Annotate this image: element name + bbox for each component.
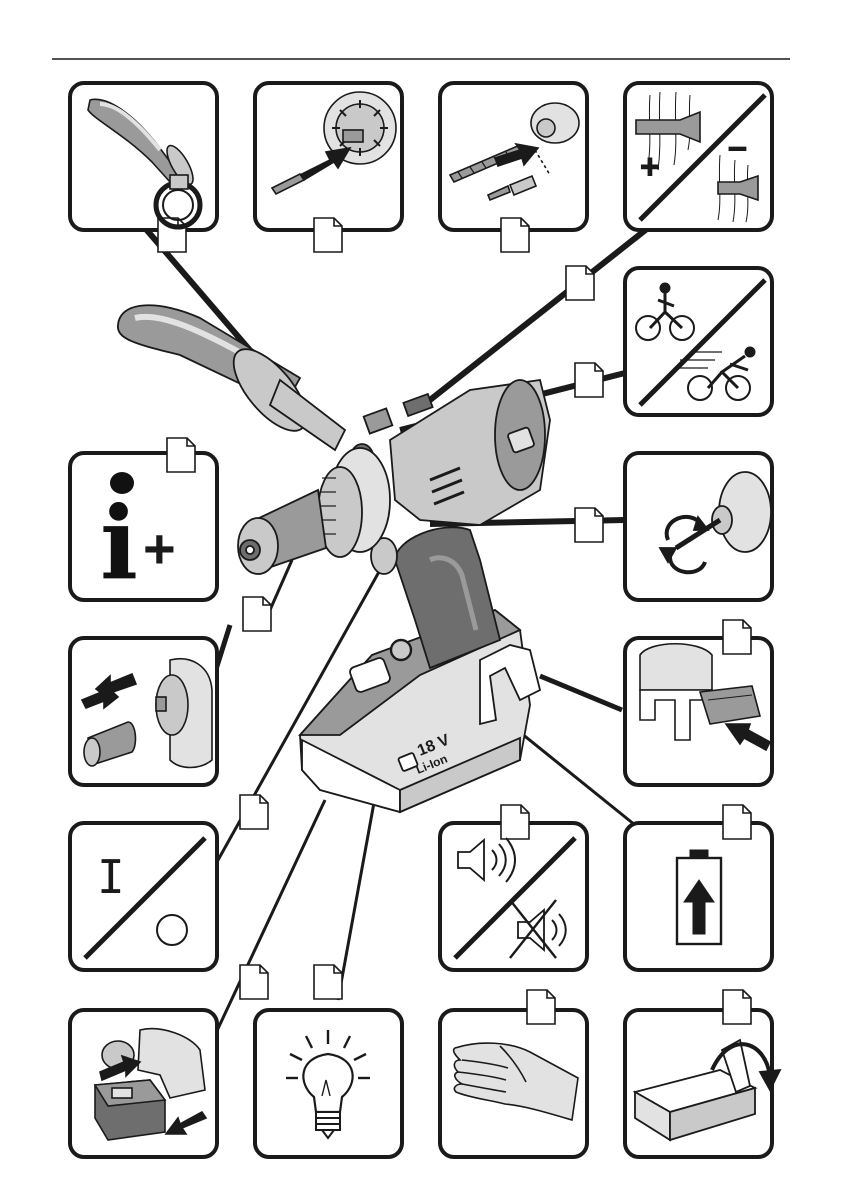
battery-led-button bbox=[391, 640, 411, 660]
info-plus-symbol: + bbox=[143, 517, 176, 580]
torque-minus-label: – bbox=[728, 128, 747, 166]
battery-insert-icon bbox=[95, 1029, 206, 1140]
info-symbol: i bbox=[100, 484, 138, 602]
battery-charge-icon bbox=[677, 850, 721, 944]
off-symbol: O bbox=[0, 0, 1, 1]
gear-switch bbox=[403, 394, 432, 416]
torque-plus-label: + bbox=[640, 148, 660, 186]
on-symbol: I bbox=[97, 850, 125, 904]
